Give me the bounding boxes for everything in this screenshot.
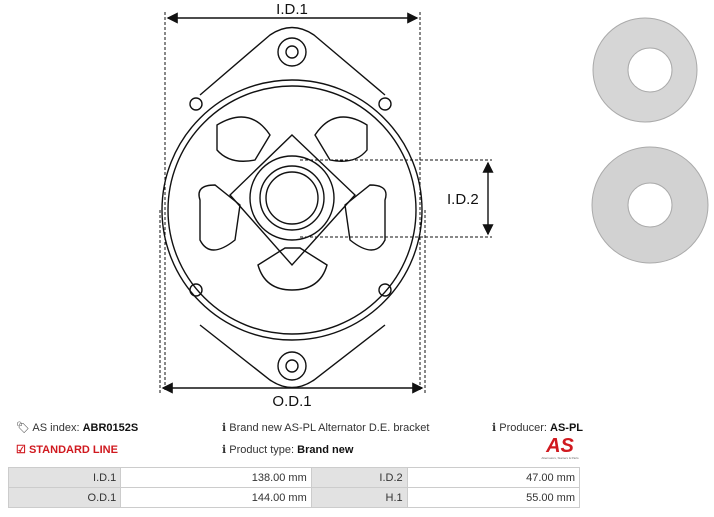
product-type: ℹ Product type: Brand new — [222, 444, 354, 456]
table-cell: 138.00 mm — [120, 467, 312, 488]
info-icon: ℹ — [222, 444, 227, 456]
technical-drawing: I.D.1 O.D.1 I.D.2 — [159, 1, 709, 410]
table-cell: O.D.1 — [7, 487, 122, 508]
info-icon: ℹ — [222, 422, 227, 434]
description: ℹ Brand new AS-PL Alternator D.E. bracke… — [222, 422, 430, 434]
producer: ℹ Producer: AS-PL — [492, 422, 584, 434]
table-cell: I.D.1 — [7, 467, 122, 488]
od1-label: O.D.1 — [272, 393, 311, 410]
info-icon: ℹ — [492, 422, 497, 434]
id2-label: I.D.2 — [447, 191, 479, 208]
as-index: 🏷 AS index: ABR0152S — [16, 422, 139, 434]
checkbox-icon: ☑ — [16, 444, 26, 456]
table-cell: 47.00 mm — [406, 467, 581, 488]
tags-icon: 🏷 — [16, 422, 30, 434]
as-logo: AS Alternators, Starters & Parts — [541, 435, 579, 460]
standard-line: ☑ STANDARD LINE — [16, 444, 118, 456]
product-photo-back — [592, 17, 698, 123]
table-cell: I.D.2 — [310, 467, 408, 488]
table-cell: 144.00 mm — [120, 487, 312, 508]
table-cell: 55.00 mm — [406, 487, 581, 508]
table-cell: H.1 — [310, 487, 408, 508]
product-photo-front — [591, 146, 709, 264]
id1-label: I.D.1 — [276, 1, 308, 18]
